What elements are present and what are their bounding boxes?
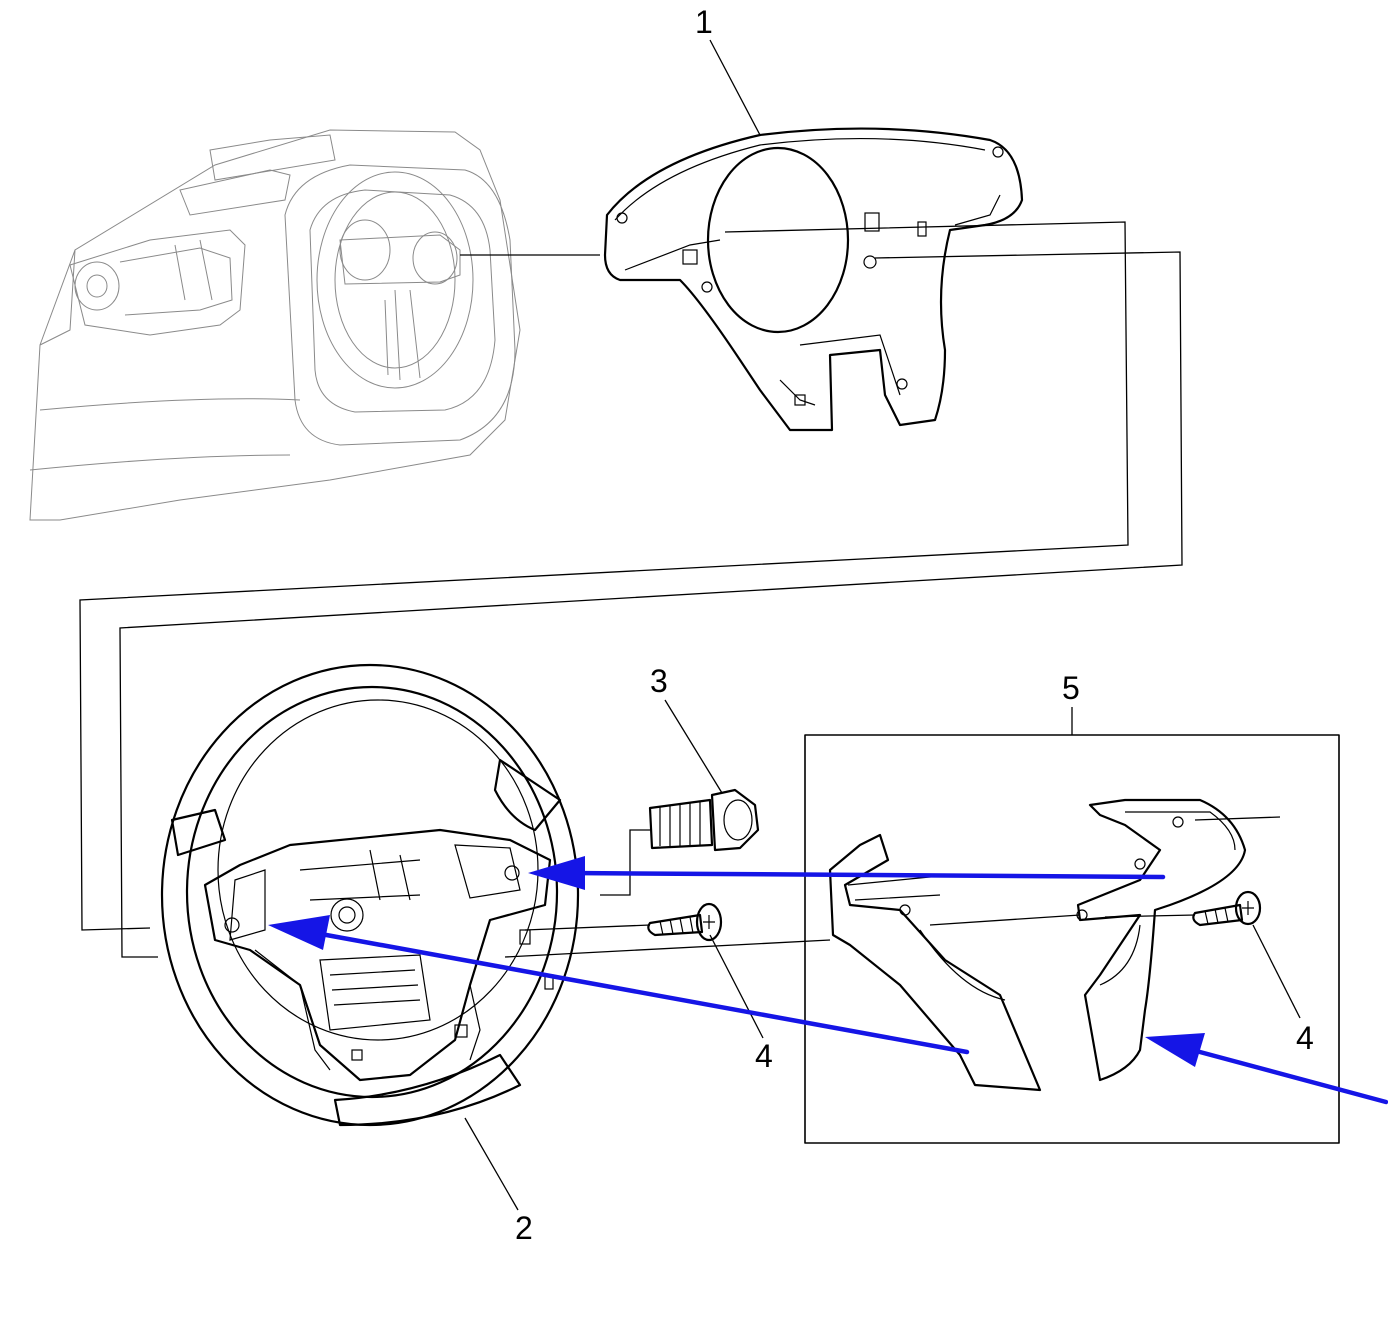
arrow-offpage-to-right-bezel xyxy=(1182,1045,1388,1105)
part-5-switch-trim-kit xyxy=(804,734,1340,1144)
callout-part-4-left: 4 xyxy=(755,1038,773,1074)
connector-lines xyxy=(79,221,1281,958)
callout-part-1: 1 xyxy=(695,4,713,40)
callout-part-3: 3 xyxy=(650,663,668,699)
part-3-bolt xyxy=(648,788,760,852)
part-2-steering-wheel xyxy=(160,663,580,1127)
arrowhead xyxy=(268,915,330,950)
callout-part-5: 5 xyxy=(1062,670,1080,706)
part-4-screw-left xyxy=(647,902,723,942)
callout-part-2: 2 xyxy=(515,1210,533,1246)
part-1-trim-cover xyxy=(603,127,1024,432)
callout-part-4-right: 4 xyxy=(1296,1020,1314,1056)
arrowhead xyxy=(528,856,585,890)
part-4-screw-right xyxy=(1192,890,1262,927)
steering-column-housing xyxy=(29,129,521,521)
arrow-left-switch-to-wheel xyxy=(307,929,970,1055)
arrowhead xyxy=(1145,1033,1205,1067)
annotation-arrows xyxy=(268,856,1388,1105)
arrow-right-switch-to-wheel xyxy=(567,870,1166,880)
callout-leaders xyxy=(464,39,1301,1211)
